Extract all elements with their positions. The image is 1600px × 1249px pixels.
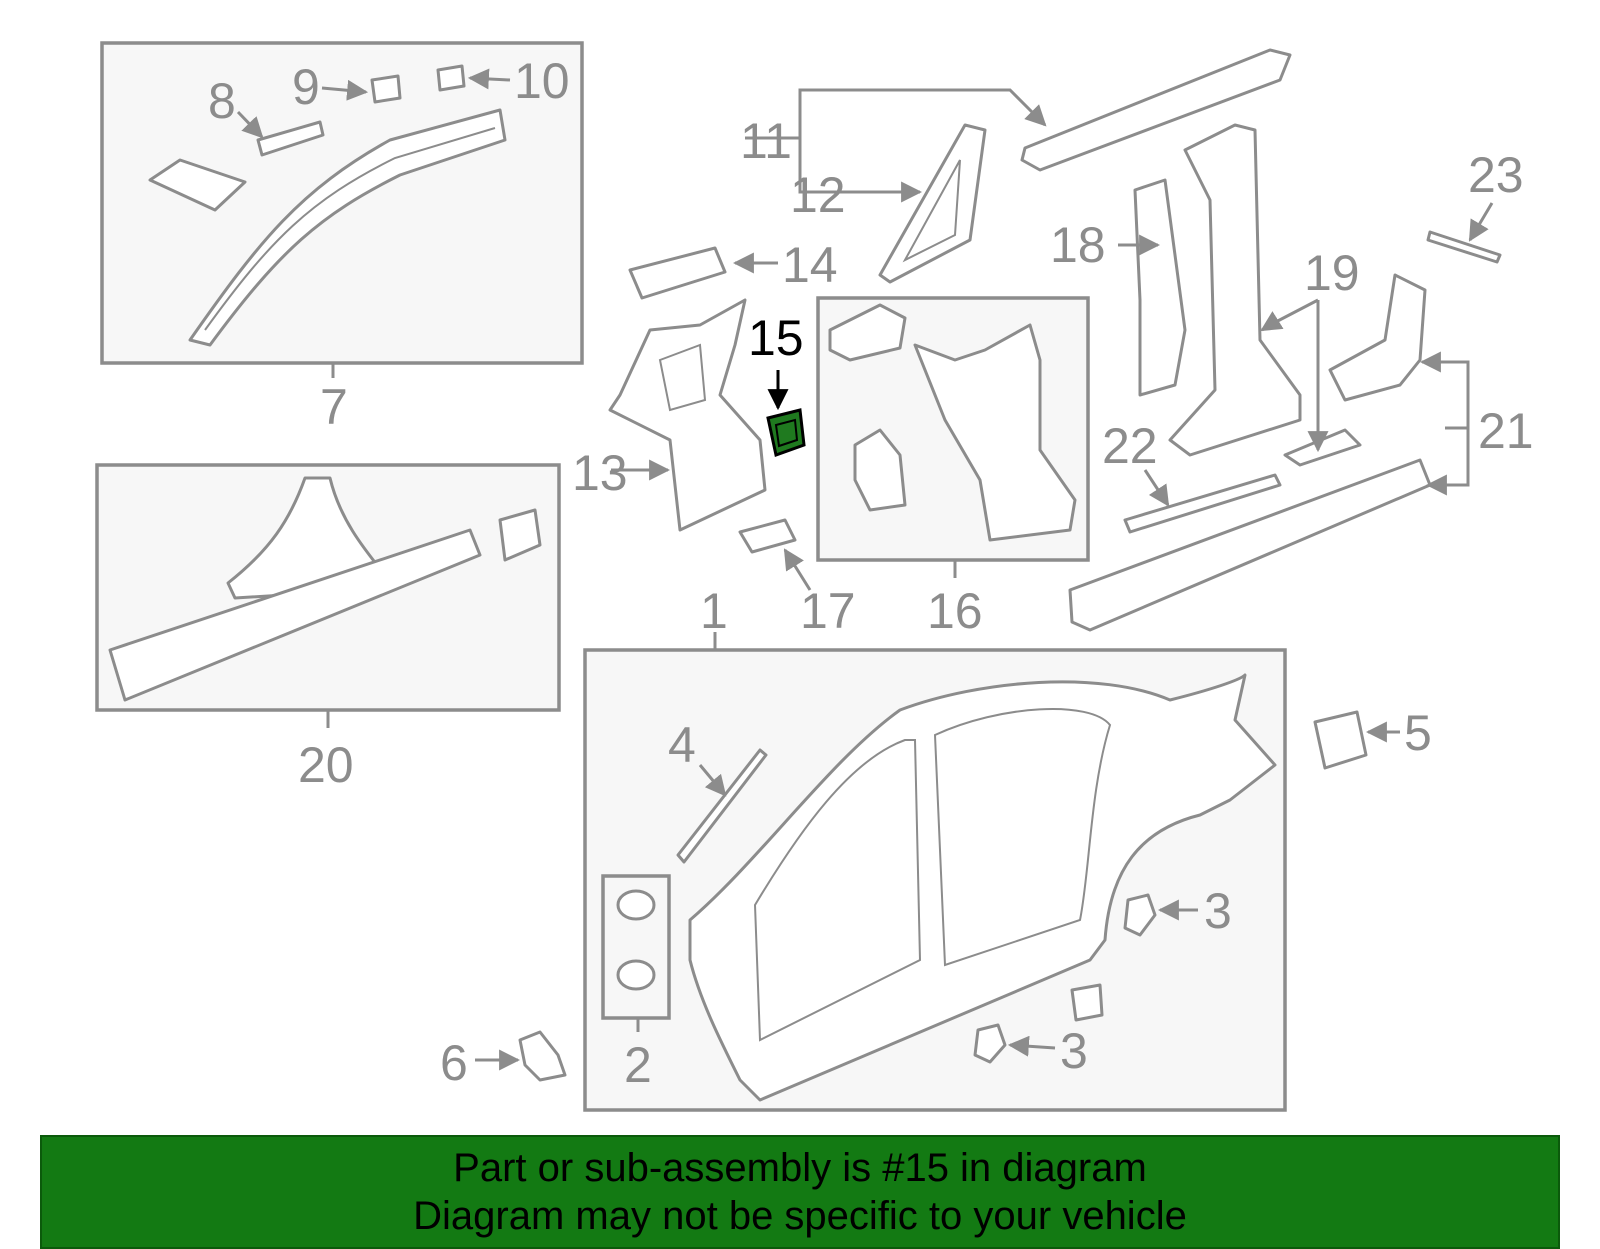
parts-diagram: 8 9 10 7 20 11 12 14 13 17 [95, 41, 1534, 1112]
part-21-rocker [1068, 458, 1432, 632]
part-17 [738, 518, 797, 554]
bracket-16a [828, 303, 907, 362]
group-1: 1 4 2 3 3 [583, 583, 1287, 1112]
group-18-23: 18 19 21 22 23 [1050, 123, 1534, 632]
callout-19: 19 [1304, 245, 1360, 301]
part-3-plug-a [1123, 893, 1157, 937]
info-banner: Part or sub-assembly is #15 in diagram D… [40, 1135, 1560, 1249]
banner-line-2: Diagram may not be specific to your vehi… [413, 1194, 1187, 1238]
rocker-inner-part [108, 528, 482, 702]
group-7: 8 9 10 7 [100, 41, 584, 435]
part-15-highlight [766, 408, 806, 457]
callout-5: 5 [1404, 705, 1432, 761]
group-13-15-17: 13 17 15 [572, 298, 856, 639]
callout-20: 20 [298, 737, 354, 793]
callout-4: 4 [668, 717, 696, 773]
small-plate-part [1070, 983, 1104, 1022]
callout-23: 23 [1468, 147, 1524, 203]
part-3-plug-b [973, 1023, 1007, 1064]
bracket-16b [853, 428, 907, 512]
callout-3b: 3 [1060, 1023, 1088, 1079]
bracket-part [148, 158, 247, 212]
callout-1: 1 [700, 583, 728, 639]
end-bracket-part [498, 508, 542, 562]
callout-10: 10 [514, 53, 570, 109]
part-8 [256, 120, 325, 157]
callout-21: 21 [1478, 403, 1534, 459]
callout-15: 15 [748, 310, 804, 366]
callout-18: 18 [1050, 217, 1106, 273]
part-5 [1313, 710, 1368, 770]
group-11-12-14: 11 12 14 [628, 48, 1292, 300]
callout-22: 22 [1102, 418, 1158, 474]
front-door-opening [753, 739, 922, 1042]
part-10 [436, 64, 466, 92]
part-23 [1426, 230, 1502, 264]
callout-3a: 3 [1204, 883, 1232, 939]
part-19-pillar [1168, 123, 1302, 457]
rear-door-opening [933, 707, 1112, 967]
callout-11: 11 [740, 113, 792, 169]
roof-rail-part [1020, 48, 1292, 172]
part-2-plug-b [616, 959, 656, 991]
part-12 [878, 123, 987, 284]
group-5-6: 5 6 [440, 705, 1432, 1091]
callout-17: 17 [800, 583, 856, 639]
part-22 [1123, 473, 1282, 534]
callout-16: 16 [927, 583, 983, 639]
callout-7: 7 [320, 379, 348, 435]
group-20: 20 [95, 463, 561, 793]
part-9 [370, 74, 402, 104]
part-2-plug-a [616, 889, 656, 921]
part-4 [676, 748, 768, 864]
group-16: 16 [816, 296, 1090, 639]
callout-13: 13 [572, 445, 628, 501]
pillar-16 [913, 323, 1077, 542]
part-18 [1133, 178, 1187, 397]
callout-14: 14 [782, 237, 838, 293]
banner-line-1: Part or sub-assembly is #15 in diagram [453, 1146, 1147, 1190]
callout-9: 9 [292, 59, 320, 115]
callout-6: 6 [440, 1035, 468, 1091]
callout-12: 12 [790, 167, 846, 223]
callout-2: 2 [624, 1037, 652, 1093]
part-21-upper [1328, 273, 1427, 402]
part-19-small [1283, 428, 1362, 467]
part-14 [628, 246, 727, 300]
part-13 [608, 298, 767, 532]
body-side-outer [688, 673, 1277, 1102]
part-6 [518, 1030, 567, 1082]
callout-8: 8 [208, 73, 236, 129]
